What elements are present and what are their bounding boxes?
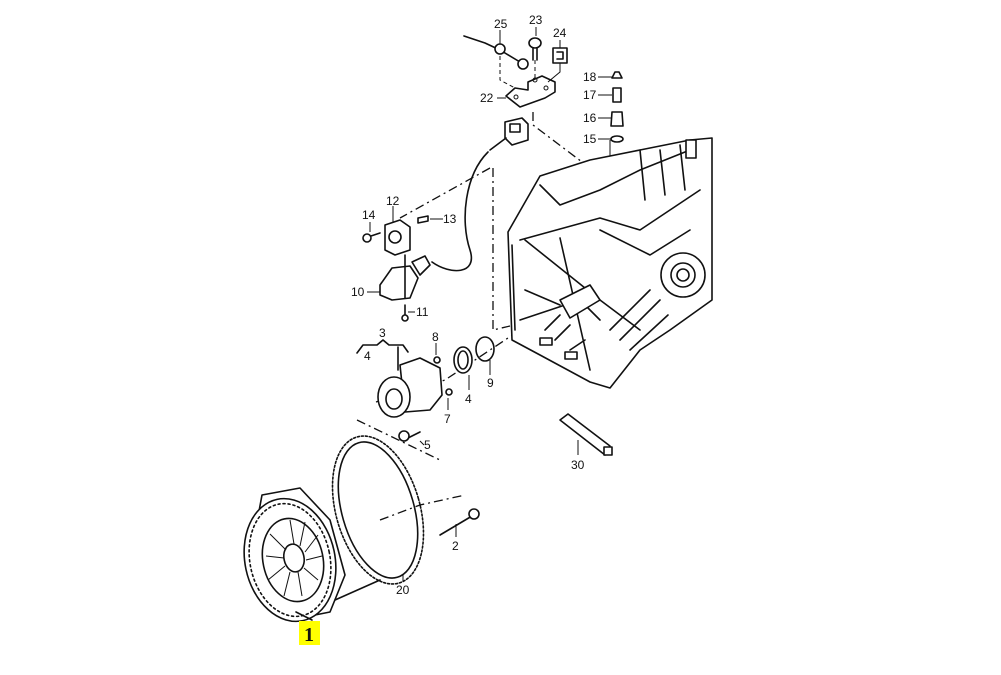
callout-13[interactable]: 13 (443, 212, 457, 226)
highlighted-callout-1[interactable]: 1 (299, 621, 320, 646)
transmission-housing (507, 137, 713, 389)
seal-part-4 (453, 346, 473, 374)
callout-10[interactable]: 10 (351, 285, 365, 299)
callout-2[interactable]: 2 (452, 539, 459, 553)
callout-18[interactable]: 18 (583, 70, 597, 84)
callout-24[interactable]: 24 (553, 26, 567, 40)
callout-23[interactable]: 23 (529, 13, 543, 27)
callout-4-first[interactable]: 4 (364, 349, 371, 363)
release-bearing-part-3 (356, 339, 453, 442)
callout-8[interactable]: 8 (432, 330, 439, 344)
flywheel-part-20 (331, 435, 425, 585)
callout-labels: 25 23 24 22 18 17 16 15 12 14 13 10 11 3… (299, 13, 597, 646)
grease-tube-part-30 (559, 413, 613, 456)
highlight-box (299, 621, 320, 645)
clutch-pressure-plate-part-1 (243, 487, 381, 623)
o-ring-part-9 (475, 336, 495, 362)
callout-12[interactable]: 12 (386, 194, 400, 208)
callout-15[interactable]: 15 (583, 132, 597, 146)
callout-5[interactable]: 5 (424, 438, 431, 452)
sensor-part-10 (379, 254, 431, 322)
bracket-part-12 (362, 215, 429, 256)
leader-lines (367, 27, 612, 582)
vent-parts-15-18 (610, 71, 624, 143)
callout-14[interactable]: 14 (362, 208, 376, 222)
bolt-part-2 (439, 508, 480, 536)
callout-1[interactable]: 1 (304, 624, 314, 646)
callout-30[interactable]: 30 (571, 458, 585, 472)
callout-9[interactable]: 9 (487, 376, 494, 390)
bracket-part-22 (505, 75, 556, 108)
callout-4-second[interactable]: 4 (465, 392, 472, 406)
callout-22[interactable]: 22 (480, 91, 494, 105)
connector-plug (431, 117, 529, 272)
bolt-part-23 (528, 37, 542, 78)
callout-3[interactable]: 3 (379, 326, 386, 340)
callout-11[interactable]: 11 (416, 305, 429, 319)
callout-7[interactable]: 7 (444, 412, 451, 426)
callout-25[interactable]: 25 (494, 17, 508, 31)
callout-17[interactable]: 17 (583, 88, 597, 102)
callout-20[interactable]: 20 (396, 583, 410, 597)
callout-16[interactable]: 16 (583, 111, 597, 125)
clip-part-24 (547, 47, 568, 83)
sensor-cable-part-25 (463, 35, 529, 89)
